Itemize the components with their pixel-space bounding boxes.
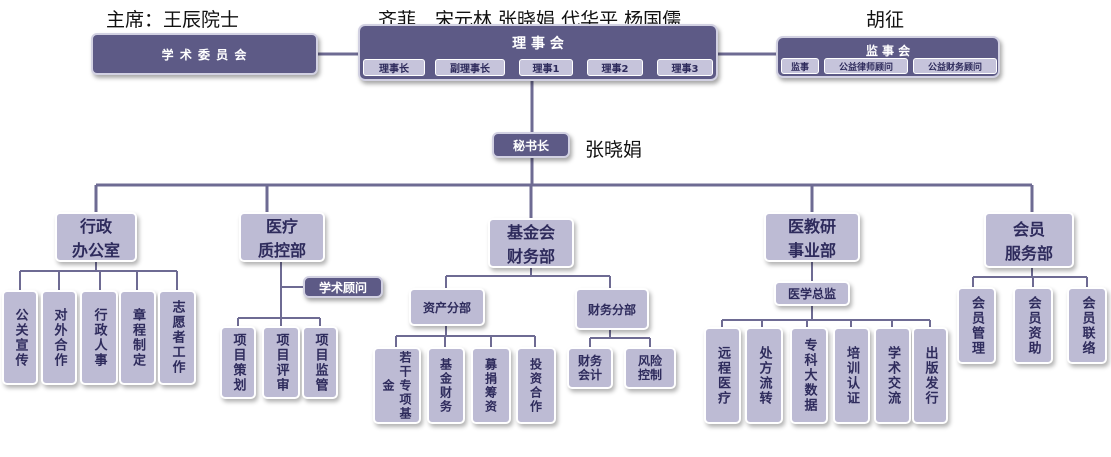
dept-admin-title-2: 办公室 [71, 241, 120, 260]
board-chairman-item: 理事长 [363, 59, 425, 76]
fundraising-box: 募捐筹资 [471, 347, 511, 424]
training-box: 培训认证 [833, 327, 870, 424]
supervisor-text: 胡征 [866, 9, 905, 31]
accounting-box: 财务会计 [567, 347, 613, 389]
secretary-person-text: 张晓娟 [585, 139, 643, 161]
fund-finance-box: 基金财务 [427, 347, 465, 424]
board-member-2-item: 理事2 [587, 59, 643, 76]
dept-medtech-title-2: 事业部 [787, 241, 836, 260]
admin-volunteer-box: 志愿者工作 [158, 290, 196, 385]
admin-cooperation-box: 对外合作 [41, 290, 77, 385]
dept-medical-qc-title-1: 医疗 [265, 217, 298, 236]
asset-division-box: 资产分部 [409, 288, 485, 326]
dept-medical-qc: 医疗 质控部 [239, 212, 325, 262]
admin-charter-box: 章程制定 [119, 290, 156, 385]
legal-advisor-item: 公益律师顾问 [824, 58, 908, 74]
academic-committee-box: 学 术 委 员 会 [91, 33, 318, 75]
dept-admin-title-1: 行政 [79, 217, 112, 236]
medical-director-box: 医学总监 [774, 281, 850, 306]
telemedicine-box: 远程医疗 [704, 327, 741, 424]
board-member-3-item: 理事3 [657, 59, 713, 76]
academic-advisor-box: 学术顾问 [303, 276, 383, 298]
special-funds-box: 若干专项基金 [373, 347, 421, 424]
academic-exchange-box: 学术交流 [874, 327, 911, 424]
admin-hr-box: 行政人事 [80, 290, 118, 385]
supervisory-panel: 监 事 会 监事 公益律师顾问 公益财务顾问 [776, 36, 1000, 78]
supervisory-title: 监 事 会 [865, 44, 911, 58]
dept-admin-office: 行政 办公室 [55, 212, 137, 262]
board-vice-chairman-item: 副理事长 [435, 59, 505, 76]
board-title: 理 事 会 [512, 36, 564, 52]
financial-advisor-item: 公益财务顾问 [913, 58, 997, 74]
admin-pr-box: 公关宣传 [2, 290, 38, 385]
dept-member-service: 会员 服务部 [984, 212, 1074, 268]
publishing-box: 出版发行 [912, 327, 948, 424]
finance-division-box: 财务分部 [575, 288, 649, 330]
dept-medtech: 医教研 事业部 [764, 212, 860, 262]
risk-control-box: 风险控制 [624, 347, 676, 389]
secretary-general-box: 秘书长 [492, 132, 570, 158]
dept-medical-qc-title-2: 质控部 [257, 241, 306, 260]
dept-foundation-finance: 基金会 财务部 [488, 218, 574, 268]
dept-medtech-title-1: 医教研 [787, 217, 836, 236]
dept-member-title-2: 服务部 [1004, 244, 1053, 263]
member-funding-box: 会员资助 [1013, 287, 1053, 364]
dept-finance-title-1: 基金会 [506, 223, 555, 242]
investment-box: 投资合作 [516, 347, 556, 424]
qc-planning-box: 项目策划 [220, 326, 256, 399]
bigdata-box: 专科大数据 [790, 327, 828, 424]
dept-member-title-1: 会员 [1012, 220, 1045, 239]
member-management-box: 会员管理 [957, 287, 996, 364]
supervisor-item: 监事 [781, 58, 819, 74]
qc-supervision-box: 项目监管 [302, 326, 338, 399]
prescription-box: 处方流转 [745, 327, 783, 424]
qc-review-box: 项目评审 [262, 326, 300, 399]
board-member-1-item: 理事1 [519, 59, 573, 76]
board-panel: 理 事 会 理事长 副理事长 理事1 理事2 理事3 [358, 24, 718, 81]
chairman-text: 主席：王辰院士 [106, 9, 240, 31]
dept-finance-title-2: 财务部 [506, 247, 555, 266]
member-liaison-box: 会员联络 [1067, 287, 1107, 364]
